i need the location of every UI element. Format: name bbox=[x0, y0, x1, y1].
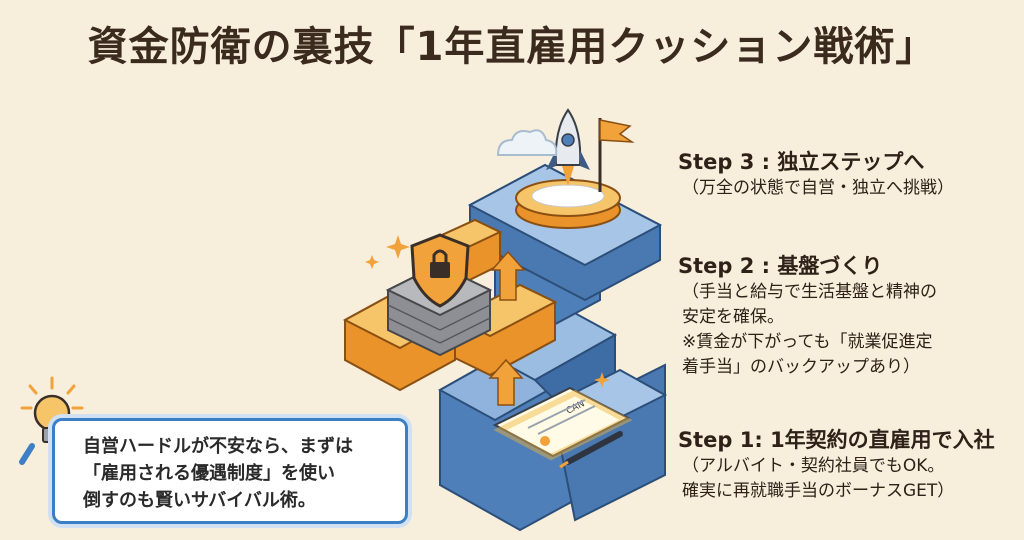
shield-lock-icon bbox=[410, 233, 470, 308]
contract-document-icon: CAN bbox=[492, 386, 633, 461]
sparkle-icon bbox=[365, 235, 610, 388]
step-2-desc-line: 着手当」のバックアップあり） bbox=[682, 357, 920, 377]
pen-icon bbox=[559, 431, 623, 469]
callout-line: 倒すのも賢いサバイバル術。 bbox=[83, 490, 316, 511]
step-1-desc-line: 確実に再就職手当のボーナスGET） bbox=[682, 481, 955, 501]
rocket-icon bbox=[546, 108, 590, 186]
step-1-title: Step 1: 1年契約の直雇用で入社 bbox=[678, 428, 995, 452]
flag-icon bbox=[598, 118, 635, 192]
step-2-desc-line: ※賃金が下がっても「就業促進定 bbox=[682, 332, 933, 352]
rocket-launch-pad bbox=[515, 179, 621, 229]
step-2: Step 2 : 基盤づくり （手当と給与で生活基盤と精神の 安定を確保。 ※賃… bbox=[678, 250, 1008, 380]
step-3-title: Step 3 : 独立ステップへ bbox=[678, 150, 925, 174]
step-3: Step 3 : 独立ステップへ （万全の状態で自営・独立へ挑戦） bbox=[678, 146, 1008, 201]
step-1-desc-line: （アルバイト・契約社員でもOK。 bbox=[682, 456, 945, 476]
page-title: 資金防衛の裏技「1年直雇用クッション戦術」 bbox=[87, 24, 937, 70]
step-3-desc-line: （万全の状態で自営・独立へ挑戦） bbox=[682, 178, 954, 198]
step-1: Step 1: 1年契約の直雇用で入社 （アルバイト・契約社員でもOK。 確実に… bbox=[678, 424, 1008, 504]
step-2-desc-line: 安定を確保。 bbox=[682, 307, 784, 327]
step-2-desc-line: （手当と給与で生活基盤と精神の bbox=[682, 282, 937, 302]
tip-callout-box: 自営ハードルが不安なら、まずは 「雇用される優遇制度」を使い 倒すのも賢いサバイ… bbox=[52, 418, 408, 524]
cloud-icon bbox=[496, 129, 558, 156]
up-arrow-icon bbox=[488, 250, 526, 406]
callout-line: 「雇用される優遇制度」を使い bbox=[83, 463, 335, 484]
callout-line: 自営ハードルが不安なら、まずは bbox=[83, 436, 353, 457]
step-2-title: Step 2 : 基盤づくり bbox=[678, 254, 883, 278]
